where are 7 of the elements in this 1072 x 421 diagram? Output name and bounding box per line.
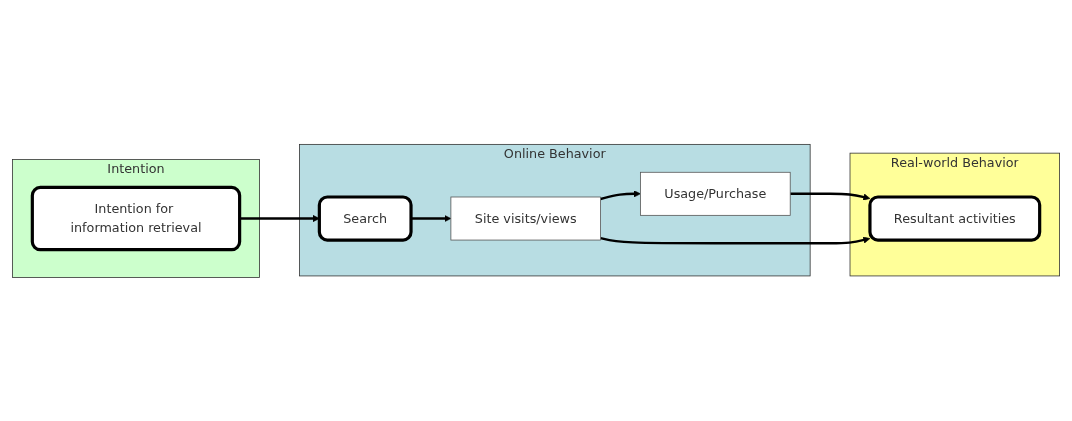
node-box: Search xyxy=(317,194,413,242)
node-box: Usage/Purchase xyxy=(640,171,791,216)
node-box: Site visits/views xyxy=(450,196,601,240)
arrow xyxy=(600,189,641,200)
arrow xyxy=(600,236,871,244)
node-box: Resultant activities xyxy=(868,194,1042,242)
node-box: Intention for information retrieval xyxy=(30,185,242,251)
